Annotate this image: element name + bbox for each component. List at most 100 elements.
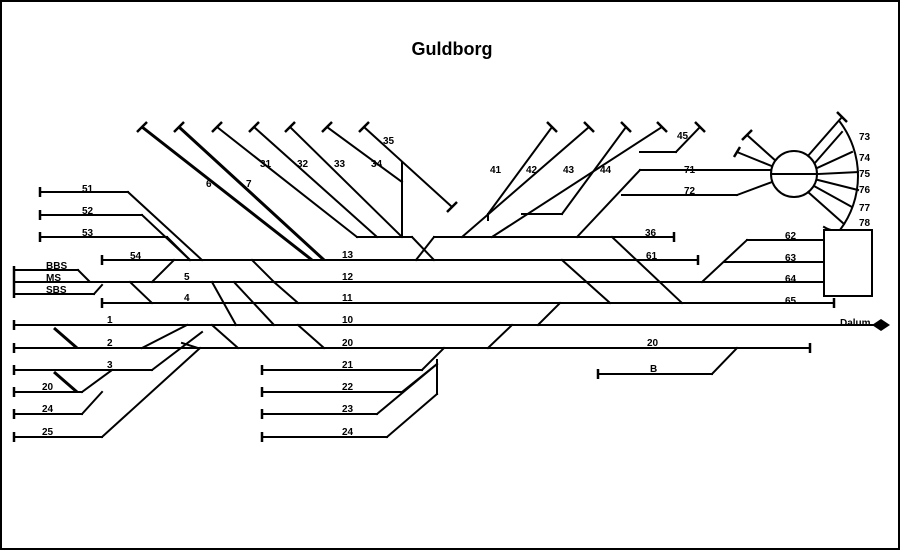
stop-34: [321, 121, 333, 133]
label-72: 72: [684, 186, 696, 197]
label-MS: MS: [46, 273, 61, 284]
x-36-11: [610, 235, 684, 305]
label-75: 75: [859, 169, 871, 180]
label-dalum: Dalum: [840, 318, 871, 329]
label-73: 73: [859, 132, 871, 143]
x-top-13: [410, 235, 436, 262]
connector-25: [100, 346, 202, 439]
turntable-spur-3: [805, 115, 844, 159]
stall-76: [816, 178, 860, 192]
track-72-conn: [735, 180, 774, 197]
turntable-spur-1: [745, 133, 779, 164]
stop-41: [546, 121, 558, 133]
x-12-11: [272, 280, 300, 305]
diagram-title: Guldborg: [411, 39, 493, 59]
upper-left-fan: [136, 121, 458, 262]
label-SBS: SBS: [46, 285, 67, 296]
connector-22: [400, 362, 439, 394]
connector-3b: [180, 341, 200, 350]
x-12-10: [210, 280, 238, 327]
label-3: 3: [107, 360, 113, 371]
label-11: 11: [342, 293, 353, 304]
x-10-20: [210, 323, 240, 350]
label-4: 4: [184, 293, 190, 304]
label-52: 52: [82, 206, 94, 217]
crossover-1-2: [53, 326, 78, 350]
connector-24-left: [80, 390, 104, 416]
label-7: 7: [246, 179, 252, 190]
connector-3: [150, 330, 204, 372]
label-20-mid: 20: [342, 338, 354, 349]
connector-51: [126, 190, 204, 262]
track-71-conn: [575, 168, 642, 239]
switch-bbs-ms: [76, 268, 93, 283]
label-22: 22: [342, 382, 354, 393]
x-13-11: [560, 258, 612, 305]
x-13-12: [250, 258, 276, 284]
stop-32: [248, 121, 260, 133]
track-31: [215, 125, 359, 239]
stall-77: [812, 184, 854, 209]
stop-44: [656, 121, 668, 133]
stop-33: [284, 121, 296, 133]
crossover-2-1: [140, 323, 189, 350]
stall-74: [815, 150, 854, 170]
left-end-stops: [12, 187, 104, 442]
label-31: 31: [260, 159, 272, 170]
track-33: [288, 125, 404, 239]
turntable-spur-2: [735, 150, 776, 169]
stall-75: [817, 170, 860, 176]
label-42: 42: [526, 165, 538, 176]
dalum-exit: [872, 319, 890, 331]
track-41: [486, 125, 554, 216]
connector-21: [420, 346, 446, 372]
label-32: 32: [297, 159, 309, 170]
stop-tt-3: [836, 111, 848, 123]
stop-tt-1: [741, 129, 753, 141]
label-51: 51: [82, 184, 94, 195]
main-tracks: [13, 259, 883, 438]
stall-78: [806, 190, 846, 226]
track-7: [177, 125, 326, 262]
label-5: 5: [184, 272, 190, 283]
label-12: 12: [342, 272, 354, 283]
label-6: 6: [206, 179, 212, 190]
connector-20-left: [80, 368, 114, 394]
stop-35b: [446, 201, 458, 213]
track-44: [490, 125, 664, 239]
x-10-20b: [296, 323, 326, 350]
label-77: 77: [859, 203, 871, 214]
connector-62: [700, 238, 749, 284]
label-20-right: 20: [647, 338, 659, 349]
label-44: 44: [600, 165, 612, 176]
engine-shed: [823, 229, 873, 297]
exit-arrow-right-icon: [881, 319, 890, 331]
stop-6: [136, 121, 148, 133]
x-12-10b: [232, 280, 276, 327]
stop-35a: [358, 121, 370, 133]
label-B: B: [650, 364, 657, 375]
label-1: 1: [107, 315, 113, 326]
lower-left-connectors: [53, 323, 204, 439]
stall-73: [812, 130, 844, 166]
stop-tt-2: [732, 146, 742, 158]
label-78: 78: [859, 218, 871, 229]
track-42: [460, 125, 591, 239]
label-25: 25: [42, 427, 54, 438]
crossover-3-20: [53, 370, 78, 394]
exit-arrow-left-icon: [872, 319, 881, 331]
label-41: 41: [490, 165, 502, 176]
x-5-4: [128, 280, 154, 305]
label-63: 63: [785, 253, 797, 264]
label-53: 53: [82, 228, 94, 239]
label-35: 35: [383, 136, 395, 147]
upper-right-fan: [433, 121, 774, 242]
stop-43: [620, 121, 632, 133]
turntable-area: [732, 111, 860, 232]
label-21: 21: [342, 360, 354, 371]
label-2: 2: [107, 338, 113, 349]
connector-B: [710, 346, 739, 376]
x-20-10: [486, 323, 514, 350]
track-labels: 1 2 3 4 5 6 7 10 11 12 13 20 20 20 21 22…: [42, 131, 871, 438]
